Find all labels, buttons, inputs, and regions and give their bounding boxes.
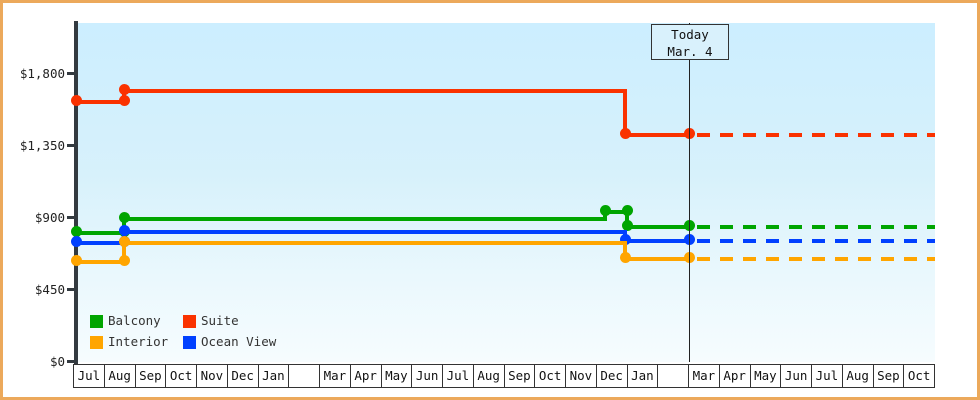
plot-area	[78, 23, 935, 362]
y-axis-label-450: $450	[34, 282, 65, 297]
legend-label-ocean-view: Ocean View	[201, 334, 277, 349]
x-axis-cell-dec-5: Dec	[226, 364, 259, 388]
x-axis-cell-aug-1: Aug	[103, 364, 136, 388]
x-axis-cell-jul-24: Jul	[811, 364, 843, 388]
oceanview-point-aug-high	[119, 225, 130, 236]
x-axis-cell-apr-21: Apr	[718, 364, 751, 388]
legend-swatch-ocean-view-icon	[183, 336, 196, 349]
x-axis-cell-jun-11: Jun	[411, 364, 443, 388]
x-axis-cell-sep-14: Sep	[503, 364, 536, 388]
x-axis-cell-nov-4: Nov	[196, 364, 228, 388]
legend-swatch-balcony-icon	[90, 315, 103, 328]
legend-swatch-interior-icon	[90, 336, 103, 349]
interior-segment-3	[623, 257, 691, 261]
x-axis-cell-dec-17: Dec	[595, 364, 628, 388]
balcony-faller-1	[625, 210, 629, 228]
x-axis-cell-jul-0: Jul	[73, 364, 105, 388]
y-axis-label-1350: $1,350	[19, 138, 65, 153]
interior-riser-1	[122, 241, 126, 264]
x-axis-cell-apr-9: Apr	[349, 364, 382, 388]
oceanview-segment-3	[623, 239, 691, 243]
today-label: Today	[671, 27, 709, 42]
x-axis-cell-jul-12: Jul	[442, 364, 474, 388]
today-marker-box: Today Mar. 4	[651, 24, 729, 60]
x-axis-cell-sep-26: Sep	[872, 364, 905, 388]
suite-faller-1	[623, 89, 627, 136]
legend-label-interior: Interior	[108, 334, 169, 349]
x-axis-cell-mar-8: Mar	[319, 364, 351, 388]
balcony-segment-3	[603, 210, 629, 214]
suite-point-aug-low	[119, 95, 130, 106]
suite-point-start	[71, 95, 82, 106]
suite-segment-2	[122, 89, 627, 93]
interior-point-aug-low	[119, 255, 130, 266]
x-axis-cell-aug-13: Aug	[472, 364, 505, 388]
today-date: Mar. 4	[667, 44, 713, 59]
interior-segment-1	[76, 260, 126, 264]
y-axis-label-0: $0	[49, 354, 65, 369]
chart-legend: Balcony Suite Interior Ocean View	[90, 313, 300, 355]
y-axis-label-900: $900	[34, 210, 65, 225]
oceanview-forecast-dashed	[697, 239, 935, 243]
oceanview-segment-2	[122, 230, 627, 234]
balcony-point-start	[71, 226, 82, 237]
y-tick-0	[67, 360, 74, 363]
balcony-segment-1	[76, 231, 126, 235]
balcony-point-dec-up	[600, 205, 611, 216]
y-tick-450	[67, 288, 74, 291]
interior-faller-1	[623, 241, 627, 261]
balcony-point-dec-down	[622, 220, 633, 231]
interior-point-start	[71, 255, 82, 266]
interior-point-aug-high	[119, 236, 130, 247]
y-tick-900	[67, 216, 74, 219]
x-axis-cell-nov-16: Nov	[565, 364, 597, 388]
x-axis-cell-mar-20: Mar	[688, 364, 720, 388]
balcony-point-dec-peak	[622, 205, 633, 216]
balcony-point-aug-high	[119, 212, 130, 223]
x-axis-cell-jan-18: Jan	[626, 364, 659, 388]
legend-label-balcony: Balcony	[108, 313, 161, 328]
x-axis-cell-may-22: May	[749, 364, 782, 388]
suite-forecast-dashed	[697, 133, 935, 137]
x-axis-cell-aug-25: Aug	[841, 364, 874, 388]
balcony-segment-2	[122, 217, 607, 221]
y-axis-label-1800: $1,800	[19, 66, 65, 81]
x-axis-cell-blank-19	[657, 364, 689, 388]
oceanview-point-dec	[620, 234, 631, 245]
interior-forecast-dashed	[697, 257, 935, 261]
suite-segment-1	[76, 100, 126, 104]
today-vertical-line	[689, 23, 690, 362]
suite-point-dec	[620, 128, 631, 139]
balcony-forecast-dashed	[697, 225, 935, 229]
balcony-segment-4	[625, 225, 691, 229]
legend-label-suite: Suite	[201, 313, 239, 328]
legend-swatch-suite-icon	[183, 315, 196, 328]
suite-segment-3	[623, 133, 691, 137]
interior-segment-2	[122, 241, 627, 245]
x-axis-cell-sep-2: Sep	[134, 364, 167, 388]
x-axis-cell-may-10: May	[380, 364, 413, 388]
suite-point-aug-high	[119, 84, 130, 95]
interior-point-dec	[620, 252, 631, 263]
x-axis-cell-oct-27: Oct	[903, 364, 935, 388]
y-axis-line	[74, 21, 78, 364]
y-tick-1350	[67, 144, 74, 147]
x-axis-cell-jun-23: Jun	[780, 364, 812, 388]
x-axis-cell-blank-7	[288, 364, 320, 388]
oceanview-segment-1	[76, 241, 126, 245]
x-axis-cell-jan-6: Jan	[257, 364, 290, 388]
y-tick-1800	[67, 72, 74, 75]
oceanview-point-start	[71, 236, 82, 247]
x-axis-cell-oct-3: Oct	[165, 364, 197, 388]
x-axis-cell-oct-15: Oct	[534, 364, 566, 388]
